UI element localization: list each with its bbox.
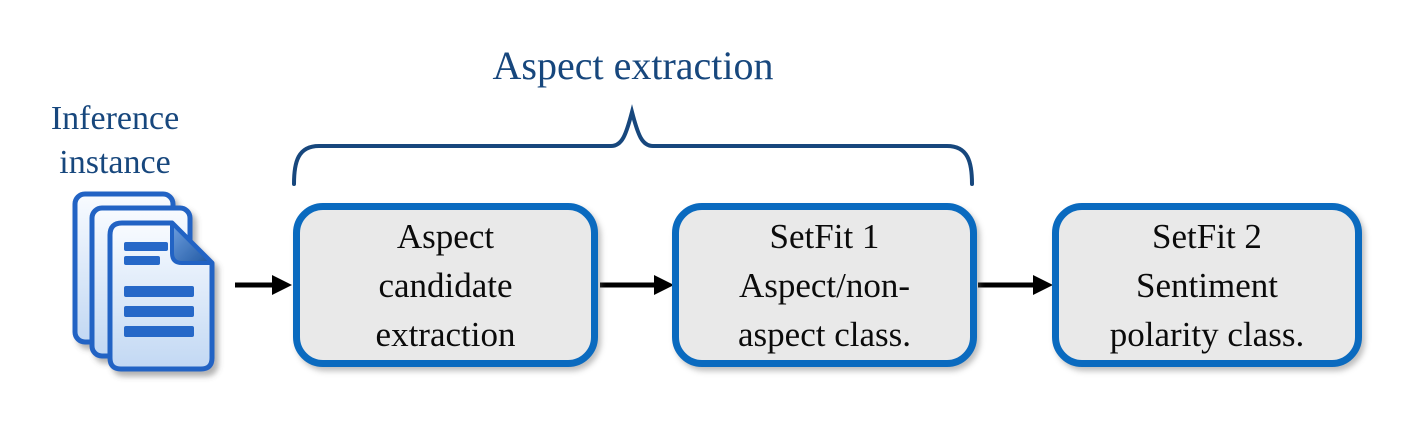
arrow-right-icon xyxy=(978,275,1053,295)
step-text-line: polarity class. xyxy=(1109,314,1305,354)
document-text-lines xyxy=(124,242,194,337)
step-setfit2-sentiment-polarity-classifier: SetFit 2 Sentiment polarity class. xyxy=(1052,203,1362,367)
documents-stack-icon xyxy=(72,191,215,372)
step-text-line: Aspect xyxy=(396,216,495,256)
step-setfit1-aspect-classifier: SetFit 1 Aspect/non- aspect class. xyxy=(672,203,977,367)
input-label-line-2: instance xyxy=(59,144,171,181)
step-text-line: aspect class. xyxy=(738,314,911,354)
input-label-line-1: Inference xyxy=(50,100,180,137)
step-text-line: extraction xyxy=(375,314,516,354)
diagram-title: Aspect extraction xyxy=(492,43,774,88)
step-text-line: SetFit 2 xyxy=(1152,216,1262,256)
curly-brace-icon xyxy=(292,104,974,186)
step-text-line: Sentiment xyxy=(1136,265,1278,305)
step-aspect-candidate-extraction: Aspect candidate extraction xyxy=(293,203,598,367)
step-text-line: Aspect/non- xyxy=(738,265,911,305)
step-text-line: candidate xyxy=(378,265,513,305)
arrow-right-icon xyxy=(235,275,292,295)
input-label: Inference instance xyxy=(25,97,205,185)
page-fold-corner xyxy=(170,221,214,265)
arrow-right-icon xyxy=(600,275,674,295)
step-text-line: SetFit 1 xyxy=(769,216,880,256)
